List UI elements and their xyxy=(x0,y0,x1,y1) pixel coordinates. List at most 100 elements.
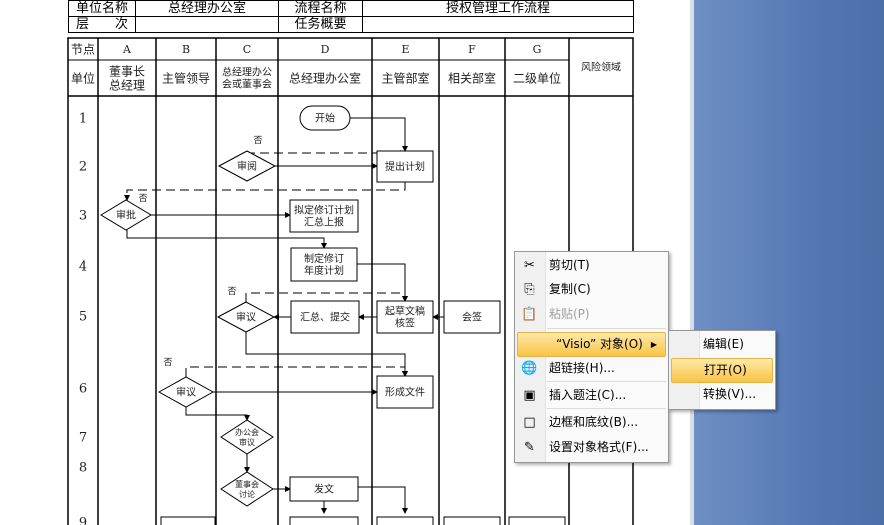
column-unit: 相关部室 xyxy=(448,70,496,85)
unit-name: 总经理办公室 xyxy=(135,0,279,17)
annual-plan-box xyxy=(290,247,358,282)
column-unit: 会或董事会 xyxy=(222,78,272,91)
draft-doc-box xyxy=(376,300,434,334)
issue-box-label: 发文 xyxy=(314,483,334,496)
review-decision-label: 审阅 xyxy=(237,160,257,173)
column-unit: 总经理 xyxy=(109,78,145,92)
menu-item-6[interactable]: □边框和底纹(B)... xyxy=(517,411,666,434)
menu-item-label: 超链接(H)... xyxy=(549,361,615,375)
menu-separator xyxy=(547,381,666,382)
menu-item-label: 边框和底纹(B)... xyxy=(549,415,639,429)
menu-item-1[interactable]: ⎘复制(C) xyxy=(517,278,666,301)
submenu-item-label: 编辑(E) xyxy=(703,337,744,351)
menu-item-4[interactable]: 🌐 超链接(H)... xyxy=(517,357,666,380)
form-doc-box-label: 形成文件 xyxy=(385,386,425,399)
menu-item-label: 粘贴(P) xyxy=(549,307,590,321)
header-table: 单位名称总经理办公室流程名称授权管理工作流程 层 次任务概要 xyxy=(68,0,634,33)
no-label: 否 xyxy=(163,357,172,368)
row-number: 3 xyxy=(79,209,87,224)
column-letter: B xyxy=(182,43,190,56)
no-label: 否 xyxy=(253,135,262,146)
deliberate-decision xyxy=(216,301,276,333)
submenu-item-0[interactable]: 编辑(E) xyxy=(671,333,773,356)
office-meeting-decision-label: 审议 xyxy=(239,437,255,447)
connector xyxy=(185,407,250,421)
submenu-item-1[interactable]: 打开(O) xyxy=(671,358,773,383)
menu-item-5[interactable]: ▣插入题注(C)... xyxy=(517,384,666,407)
paste-icon: 📋 xyxy=(521,307,538,322)
draft-plan-box-label: 拟定修订计划 xyxy=(294,204,354,217)
submenu-item-2[interactable]: 转换(V)... xyxy=(671,383,773,406)
no-label: 否 xyxy=(227,286,236,297)
scissors-icon: ✂ xyxy=(524,258,535,273)
no-branch xyxy=(124,182,406,201)
no-label: 否 xyxy=(138,193,147,204)
risk-label: 风险领域 xyxy=(581,61,621,74)
column-letter: C xyxy=(243,43,251,56)
annual-plan-box-label: 制定修订 xyxy=(304,252,344,265)
issue-box xyxy=(289,476,359,502)
level-label: 层 次 xyxy=(68,16,136,33)
office-meeting-decision xyxy=(220,419,274,455)
row-number: 6 xyxy=(79,382,87,397)
connector xyxy=(126,230,327,249)
summary-box xyxy=(290,300,360,334)
row-number: 2 xyxy=(79,160,87,175)
submenu-item-label: 打开(O) xyxy=(704,363,747,377)
propose-plan-box xyxy=(376,150,434,183)
column-letter: F xyxy=(468,43,476,56)
column-unit: 二级单位 xyxy=(513,70,561,85)
row-number: 8 xyxy=(79,461,87,476)
annual-plan-box-label: 年度计划 xyxy=(304,264,344,277)
form-doc-box xyxy=(376,375,434,409)
column-letter: A xyxy=(122,43,132,56)
column-letter: E xyxy=(401,43,409,56)
summary-box-label: 汇总、提交 xyxy=(300,311,350,324)
node-label: 节点 xyxy=(71,42,95,56)
countersign-box-label: 会签 xyxy=(462,311,482,324)
task xyxy=(362,16,634,33)
visio-submenu: 编辑(E) 打开(O) 转换(V)... xyxy=(668,330,776,410)
menu-item-3[interactable]: “Visio” 对象(O) ▶ xyxy=(517,332,666,357)
format-object-icon: ✎ xyxy=(524,440,535,455)
start-node xyxy=(299,105,351,131)
deliberate-decision-label: 审议 xyxy=(236,311,256,324)
countersign-box xyxy=(443,300,501,334)
connector xyxy=(358,486,408,514)
column-unit: 主管领导 xyxy=(162,70,210,85)
row9-box xyxy=(443,516,501,525)
menu-item-label: 剪切(T) xyxy=(549,258,590,272)
column-unit: 董事长 xyxy=(109,64,145,78)
draft-plan-box xyxy=(289,199,359,233)
no-branch xyxy=(185,366,408,377)
column-unit: 主管部室 xyxy=(381,70,429,85)
menu-item-0[interactable]: ✂ 剪切(T) xyxy=(517,254,666,277)
review-decision xyxy=(217,150,277,182)
menu-item-7[interactable]: ✎ 设置对象格式(F)... xyxy=(517,436,666,459)
column-letter: D xyxy=(321,43,330,56)
submenu-arrow-icon: ▶ xyxy=(650,340,657,349)
hyperlink-icon: 🌐 xyxy=(521,361,538,376)
draft-plan-box-label: 汇总上报 xyxy=(304,216,344,229)
menu-item-label: 设置对象格式(F)... xyxy=(549,440,649,454)
deliberate-decision-2 xyxy=(157,376,215,408)
menu-item-label: 插入题注(C)... xyxy=(549,388,627,402)
row9-box xyxy=(376,516,434,525)
menu-separator xyxy=(547,328,666,329)
context-menu: ✂ 剪切(T) ⎘复制(C) 📋 粘贴(P) “Visio” 对象(O) ▶ 🌐 超链接(H).… xyxy=(514,251,669,463)
connector xyxy=(357,263,408,302)
office-meeting-decision-label: 办公会 xyxy=(235,427,259,437)
submenu-item-label: 转换(V)... xyxy=(703,387,757,401)
connector xyxy=(350,117,408,152)
menu-item-2[interactable]: 📋 粘贴(P) xyxy=(517,303,666,326)
menu-item-label: “Visio” 对象(O) xyxy=(556,337,643,351)
approve-decision xyxy=(100,199,152,231)
row-number: 4 xyxy=(79,260,87,275)
page-edge xyxy=(690,0,694,525)
row9-box xyxy=(289,516,359,525)
unit-label: 单位 xyxy=(71,70,95,85)
column-unit: 总经理办公 xyxy=(222,66,272,79)
no-branch xyxy=(245,292,408,302)
row-number: 7 xyxy=(79,431,87,446)
